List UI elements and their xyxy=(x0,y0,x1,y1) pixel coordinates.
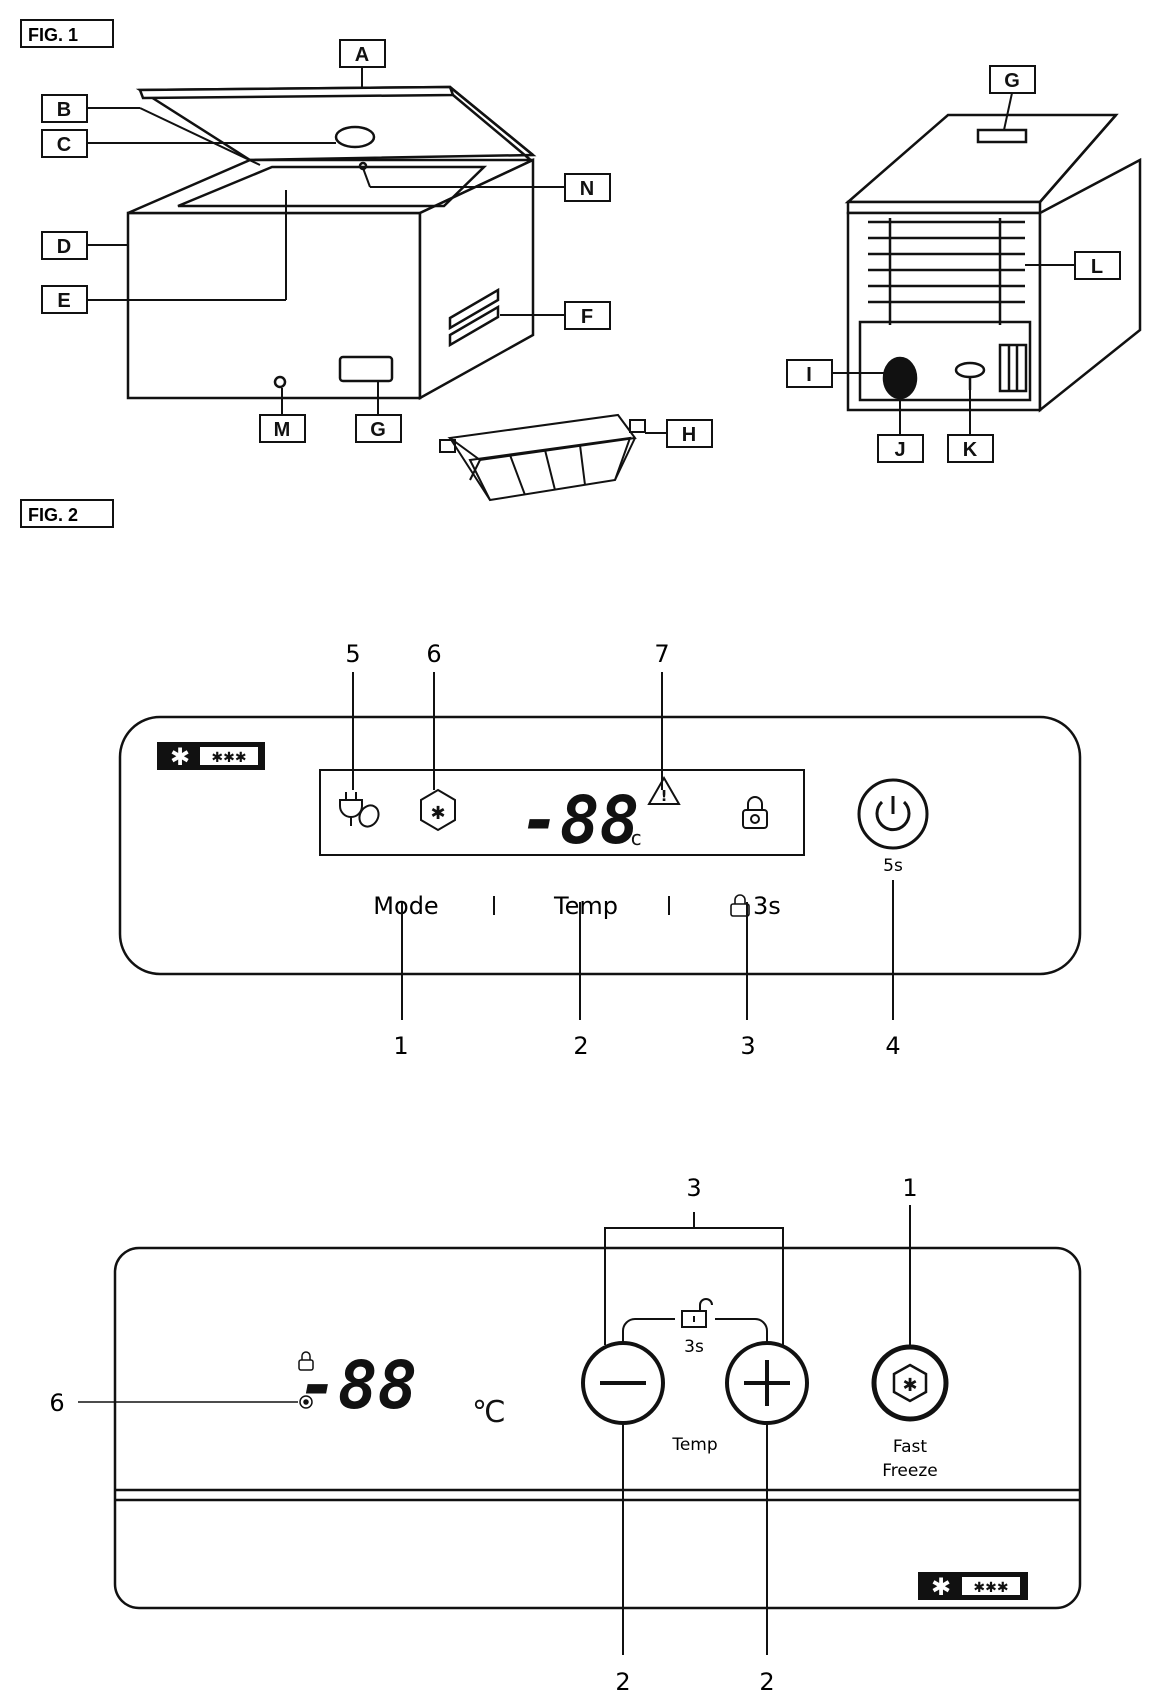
label-b: B xyxy=(57,99,71,121)
label-g-rear: G xyxy=(1004,70,1020,92)
label-j: J xyxy=(894,439,905,461)
fast-freeze-label-line1: Fast xyxy=(893,1437,927,1457)
panel1-callout-numbers: 5 6 7 1 2 3 4 xyxy=(345,640,900,1060)
lock-combo-label: 3s xyxy=(684,1337,704,1357)
celsius-unit: ℃ xyxy=(472,1395,506,1430)
label-g-front: G xyxy=(370,419,386,441)
fast-freeze-label-line2: Freeze xyxy=(882,1461,937,1481)
snowflake-icon: ✱ xyxy=(170,743,190,771)
fast-freeze-led-icon xyxy=(299,1395,313,1409)
lock-indicator-icon xyxy=(742,796,768,829)
callout-1: 1 xyxy=(393,1032,408,1060)
panel2-callout-lines xyxy=(604,1205,911,1655)
control-panel-1: ✱ ✱✱✱ ✱ -88 c xyxy=(118,640,1082,1060)
fig2-title: FIG. 2 xyxy=(28,505,78,525)
label-a: A xyxy=(355,44,369,66)
callout-4: 4 xyxy=(885,1032,900,1060)
chest-freezer-rear-view xyxy=(844,113,1142,413)
alarm-warning-icon: ! xyxy=(647,775,681,805)
fig1-title: FIG. 1 xyxy=(28,25,78,45)
label-f: F xyxy=(581,306,593,328)
label-h: H xyxy=(682,424,696,446)
fast-freeze-button[interactable]: ✱ xyxy=(871,1344,949,1422)
power-button[interactable] xyxy=(857,778,929,850)
temp-button[interactable]: Temp xyxy=(553,892,618,920)
snowflake-icon-2: ✱ xyxy=(931,1573,951,1601)
fig2: FIG. 2 ✱ ✱✱✱ xyxy=(20,499,1082,1696)
lock-button-label: 3s xyxy=(753,892,781,920)
panel1-callout-lines xyxy=(352,672,894,1020)
label-c: C xyxy=(57,134,71,156)
eco-plug-icon xyxy=(339,792,380,828)
label-e: E xyxy=(57,290,70,312)
badge-stars: ✱✱✱ xyxy=(211,750,246,766)
label-d: D xyxy=(57,236,71,258)
mode-button[interactable]: Mode xyxy=(373,892,438,920)
callout-6-panel2: 6 xyxy=(49,1389,64,1417)
lock-icon xyxy=(730,894,750,917)
callout-2: 2 xyxy=(573,1032,588,1060)
display-unit: c xyxy=(630,826,642,850)
fig1-labels xyxy=(41,39,1121,463)
chest-freezer-front-view xyxy=(126,85,537,401)
power-hold-label: 5s xyxy=(883,856,903,876)
temp-label-2: Temp xyxy=(671,1435,717,1455)
panel2-callout-numbers: 3 1 2 2 xyxy=(615,1174,917,1696)
temp-minus-button[interactable] xyxy=(581,1341,665,1425)
unlock-icon xyxy=(681,1298,713,1328)
badge-stars-2: ✱✱✱ xyxy=(973,1580,1008,1596)
callout-3: 3 xyxy=(740,1032,755,1060)
fast-freeze-indicator-icon: ✱ xyxy=(420,788,456,832)
freezer-star-badge: ✱ ✱✱✱ xyxy=(157,742,265,771)
temperature-display-2: -88 xyxy=(298,1347,417,1424)
callout-1-panel2: 1 xyxy=(902,1174,917,1202)
callout-6: 6 xyxy=(426,640,441,668)
label-n: N xyxy=(580,178,594,200)
label-m: M xyxy=(274,419,291,441)
callout-2-plus: 2 xyxy=(759,1668,774,1696)
freezer-star-badge-2: ✱ ✱✱✱ xyxy=(918,1572,1028,1601)
label-l: L xyxy=(1091,256,1103,278)
temp-plus-button[interactable] xyxy=(725,1341,809,1425)
callout-2-minus: 2 xyxy=(615,1668,630,1696)
snowflake-hex-icon: ✱ xyxy=(902,1375,917,1396)
fig1-label-text: A B C D E N F M G H G L I J K xyxy=(57,44,1103,461)
fig1: FIG. 1 xyxy=(20,19,1142,502)
callout-3-panel2: 3 xyxy=(686,1174,701,1202)
lock-button[interactable]: 3s xyxy=(730,892,781,920)
lock-combo-bracket xyxy=(622,1318,768,1343)
svg-text:✱: ✱ xyxy=(430,803,445,824)
callout-5: 5 xyxy=(345,640,360,668)
label-i: I xyxy=(806,364,812,386)
svg-text:!: ! xyxy=(661,787,668,805)
callout-7: 7 xyxy=(654,640,669,668)
control-panel-2: -88 ℃ 6 xyxy=(49,1174,1082,1696)
small-lock-indicator-icon xyxy=(298,1351,314,1371)
label-k: K xyxy=(963,439,978,461)
basket-drawing xyxy=(439,413,646,502)
temperature-display: -88 xyxy=(520,782,639,859)
